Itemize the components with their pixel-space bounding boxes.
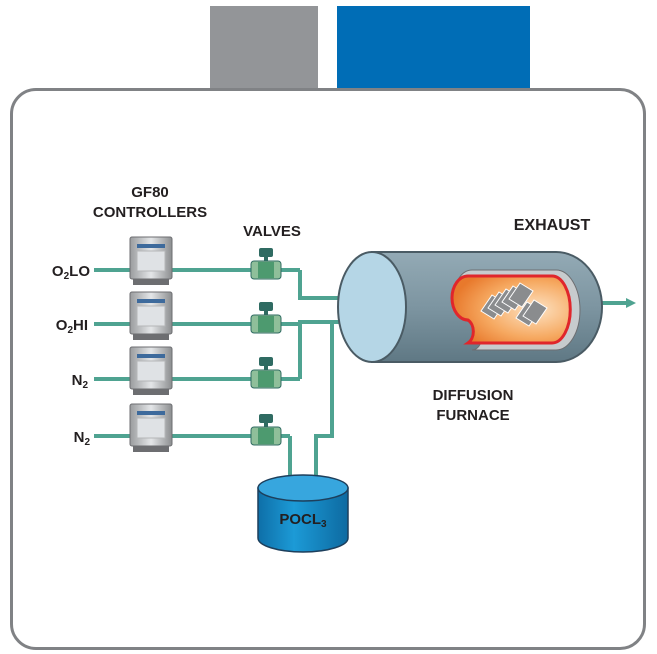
- controllers-label-line2: CONTROLLERS: [93, 204, 207, 221]
- pocl3-tank: [257, 474, 349, 553]
- pocl3-label: POCL3: [279, 511, 327, 530]
- gas-line-label-o2lo: O2LO: [52, 263, 90, 282]
- gas-line-label-n2-b: N2: [74, 429, 91, 448]
- mass-flow-controller-icon: [129, 346, 173, 395]
- exhaust-label: EXHAUST: [514, 217, 591, 234]
- valve-icon: [250, 357, 282, 389]
- valve-icon: [250, 414, 282, 446]
- furnace-label-line2: FURNACE: [436, 407, 509, 424]
- controllers-label-line1: GF80: [131, 184, 169, 201]
- furnace-label-line1: DIFFUSION: [433, 387, 514, 404]
- arrow-icon: [626, 298, 636, 308]
- valves: [250, 248, 282, 446]
- valves-label: VALVES: [243, 223, 301, 240]
- mass-flow-controllers: [129, 236, 173, 452]
- mass-flow-controller-icon: [129, 236, 173, 285]
- mass-flow-controller-icon: [129, 291, 173, 340]
- diffusion-furnace: [337, 251, 603, 363]
- wafer-icon: [480, 282, 548, 327]
- valve-icon: [250, 248, 282, 280]
- valve-icon: [250, 302, 282, 334]
- mass-flow-controller-icon: [129, 403, 173, 452]
- header-tab-blue: [337, 6, 530, 90]
- gas-line-label-o2hi: O2HI: [56, 317, 88, 336]
- diagram-frame: [10, 88, 646, 650]
- header-tab-gray: [210, 6, 318, 90]
- gas-line-label-n2-a: N2: [72, 372, 89, 391]
